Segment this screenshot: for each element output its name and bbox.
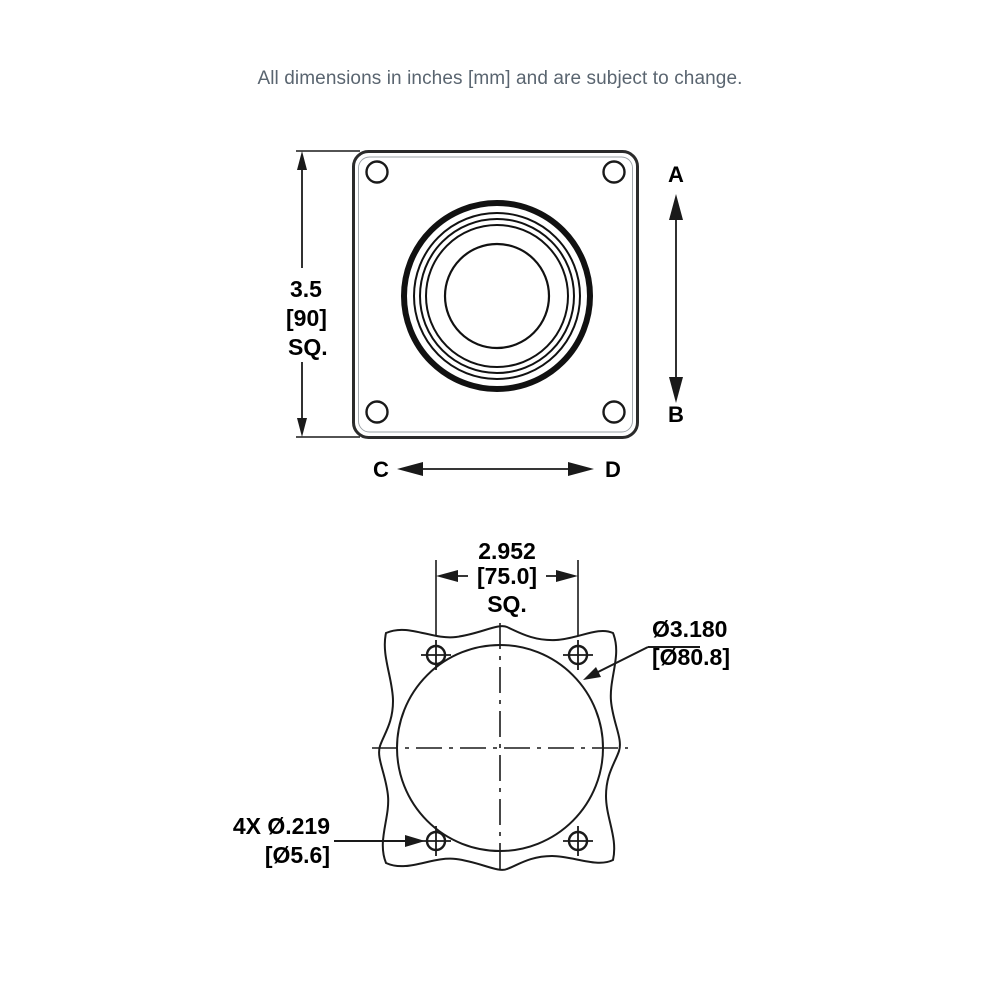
bolt-spacing-mm: [75.0] [477,563,537,589]
bolt-spacing-dimension-line [436,570,578,582]
front-view-extension-lines [296,150,360,438]
bolt-hole-top-left [421,640,451,670]
central-bore-rings [401,200,593,392]
section-mark-a: A [668,162,684,187]
section-mark-c: C [373,457,389,482]
bore-ring-4 [425,224,569,368]
bolt-spacing-qualifier: SQ. [487,591,527,617]
centerlines [372,623,628,875]
mounting-pattern-drawing: 2.952 [75.0] SQ. [233,538,730,875]
holes-leader-line [334,835,425,847]
bolt-hole-top-right [563,640,593,670]
section-mark-b: B [668,402,684,427]
plate-mounting-holes [365,160,626,424]
mounting-hole-top-right [602,160,626,184]
mounting-plate-inner-edge [358,156,633,433]
height-dimension-line [297,151,307,437]
bore-ring-inner [443,242,551,350]
height-dimension-mm: [90] [286,305,327,331]
bore-ring-outer [401,200,593,392]
height-dimension-inches: 3.5 [290,276,322,302]
bore-leader-line [583,646,700,680]
mounting-hole-bottom-right [602,400,626,424]
bore-diameter-mm: [Ø80.8] [652,644,730,670]
holes-count-and-size: 4X Ø.219 [233,813,330,839]
holes-diameter-mm: [Ø5.6] [265,842,330,868]
bore-diameter-inches: Ø3.180 [652,616,727,642]
dimension-note: All dimensions in inches [mm] and are su… [257,68,743,89]
front-view-drawing: 3.5 [90] SQ. A B [286,150,684,482]
mounting-hole-bottom-left [365,400,389,424]
mounting-plate-outline [352,150,639,439]
bore-ring-3 [419,218,575,374]
section-mark-d: D [605,457,621,482]
bolt-hole-bottom-right [563,826,593,856]
orientation-arrow-horizontal [397,462,594,476]
height-dimension-qualifier: SQ. [288,334,328,360]
bolt-holes [421,640,593,856]
bolt-spacing-inches: 2.952 [478,538,536,564]
mounting-hole-top-left [365,160,389,184]
orientation-arrow-vertical [669,194,683,403]
bore-ring-2 [413,212,581,380]
bolt-hole-bottom-left [421,826,451,856]
